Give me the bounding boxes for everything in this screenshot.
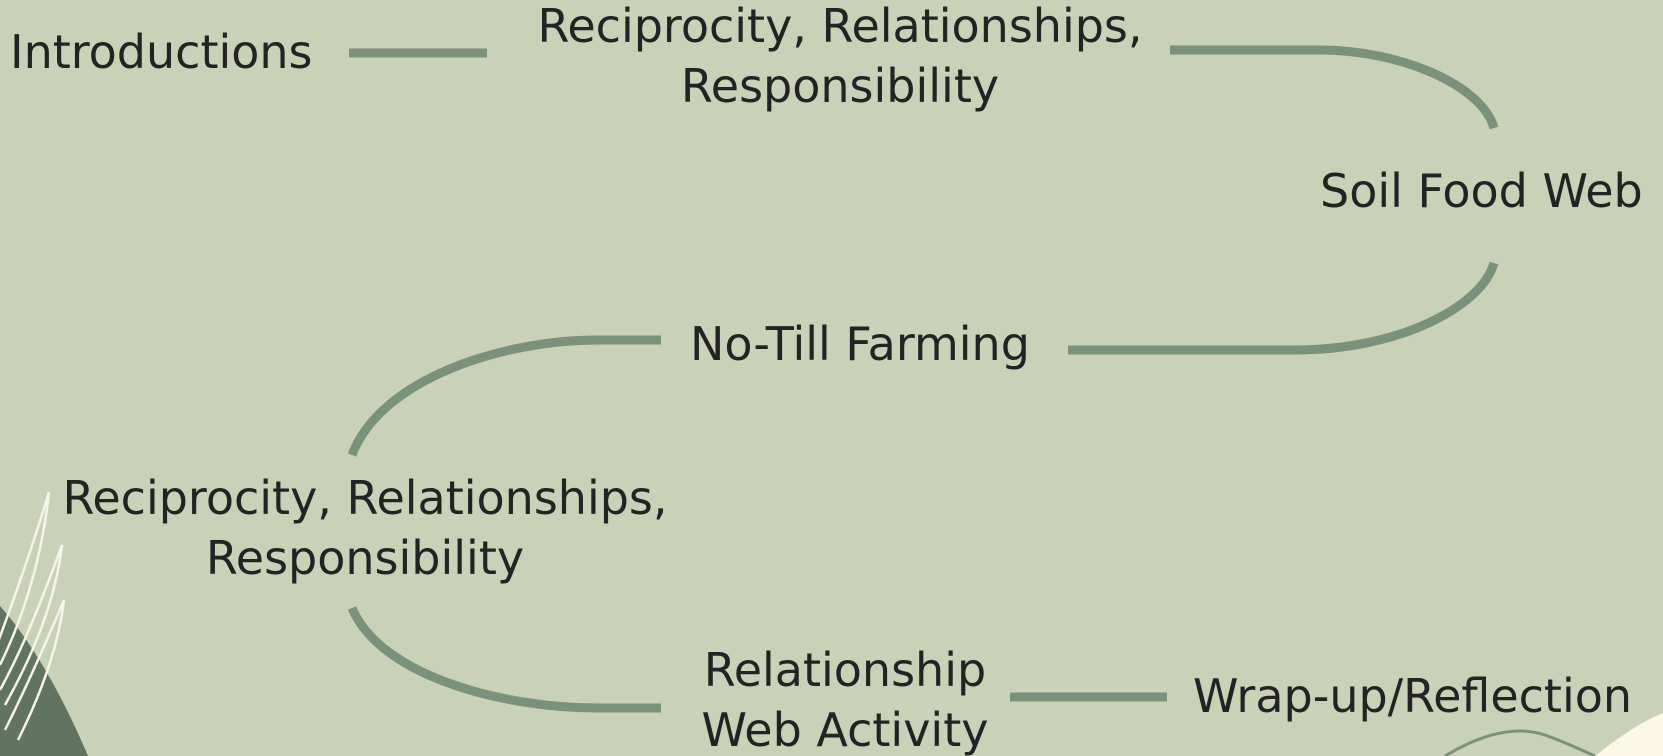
node-reciprocity-top: Reciprocity, Relationships, Responsibili… <box>530 0 1150 116</box>
node-soil-food-web: Soil Food Web <box>1320 164 1643 218</box>
node-no-till-farming: No-Till Farming <box>690 317 1030 371</box>
node-reciprocity-bottom-line1: Reciprocity, Relationships, <box>62 471 668 525</box>
node-wrap-up: Wrap-up/Reflection <box>1193 669 1633 723</box>
connector-reciprocity-to-activity <box>347 606 661 713</box>
corner-cream-shape <box>1595 713 1663 756</box>
node-relationship-web-activity-line2: Web Activity <box>701 703 989 756</box>
node-reciprocity-bottom: Reciprocity, Relationships, Responsibili… <box>55 468 675 588</box>
node-reciprocity-top-line2: Responsibility <box>680 59 1000 113</box>
leaf-outline-decoration <box>0 491 66 741</box>
node-reciprocity-bottom-line2: Responsibility <box>205 531 525 585</box>
node-relationship-web-activity-line1: Relationship <box>703 643 987 697</box>
node-introductions: Introductions <box>10 25 313 79</box>
connector-reciprocity-to-soil <box>1170 45 1499 130</box>
connector-lines <box>347 45 1499 713</box>
connector-soil-to-notill <box>1068 261 1499 355</box>
node-relationship-web-activity: Relationship Web Activity <box>680 640 1010 756</box>
node-reciprocity-top-line1: Reciprocity, Relationships, <box>537 0 1143 53</box>
connector-notill-to-reciprocity <box>347 335 661 457</box>
corner-wave-line <box>1444 729 1596 756</box>
